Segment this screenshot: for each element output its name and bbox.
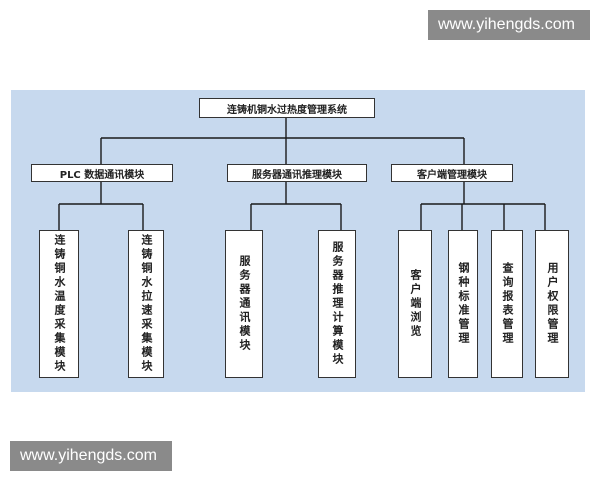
module-server-inference: 服务器通讯推理模块 [227, 164, 367, 182]
watermark-bottom: www.yihengds.com [10, 441, 172, 471]
submodule-user-permission: 用户权限管理 [535, 230, 569, 378]
submodule-server-inference-calc: 服务器推理计算模块 [318, 230, 356, 378]
submodule-query-report: 查询报表管理 [491, 230, 523, 378]
submodule-server-communication: 服务器通讯模块 [225, 230, 263, 378]
connector-lines [58, 117, 546, 230]
submodule-steel-standard: 钢种标准管理 [448, 230, 478, 378]
module-client-management: 客户端管理模块 [391, 164, 513, 182]
submodule-client-browse: 客户端浏览 [398, 230, 432, 378]
module-plc-communication: PLC 数据通讯模块 [31, 164, 173, 182]
submodule-temperature-collection: 连铸铜水温度采集模块 [39, 230, 79, 378]
system-diagram: 连铸机铜水过热度管理系统 PLC 数据通讯模块 服务器通讯推理模块 客户端管理模… [11, 90, 585, 392]
watermark-top: www.yihengds.com [428, 10, 590, 40]
root-node: 连铸机铜水过热度管理系统 [199, 98, 375, 118]
submodule-speed-collection: 连铸铜水拉速采集模块 [128, 230, 164, 378]
